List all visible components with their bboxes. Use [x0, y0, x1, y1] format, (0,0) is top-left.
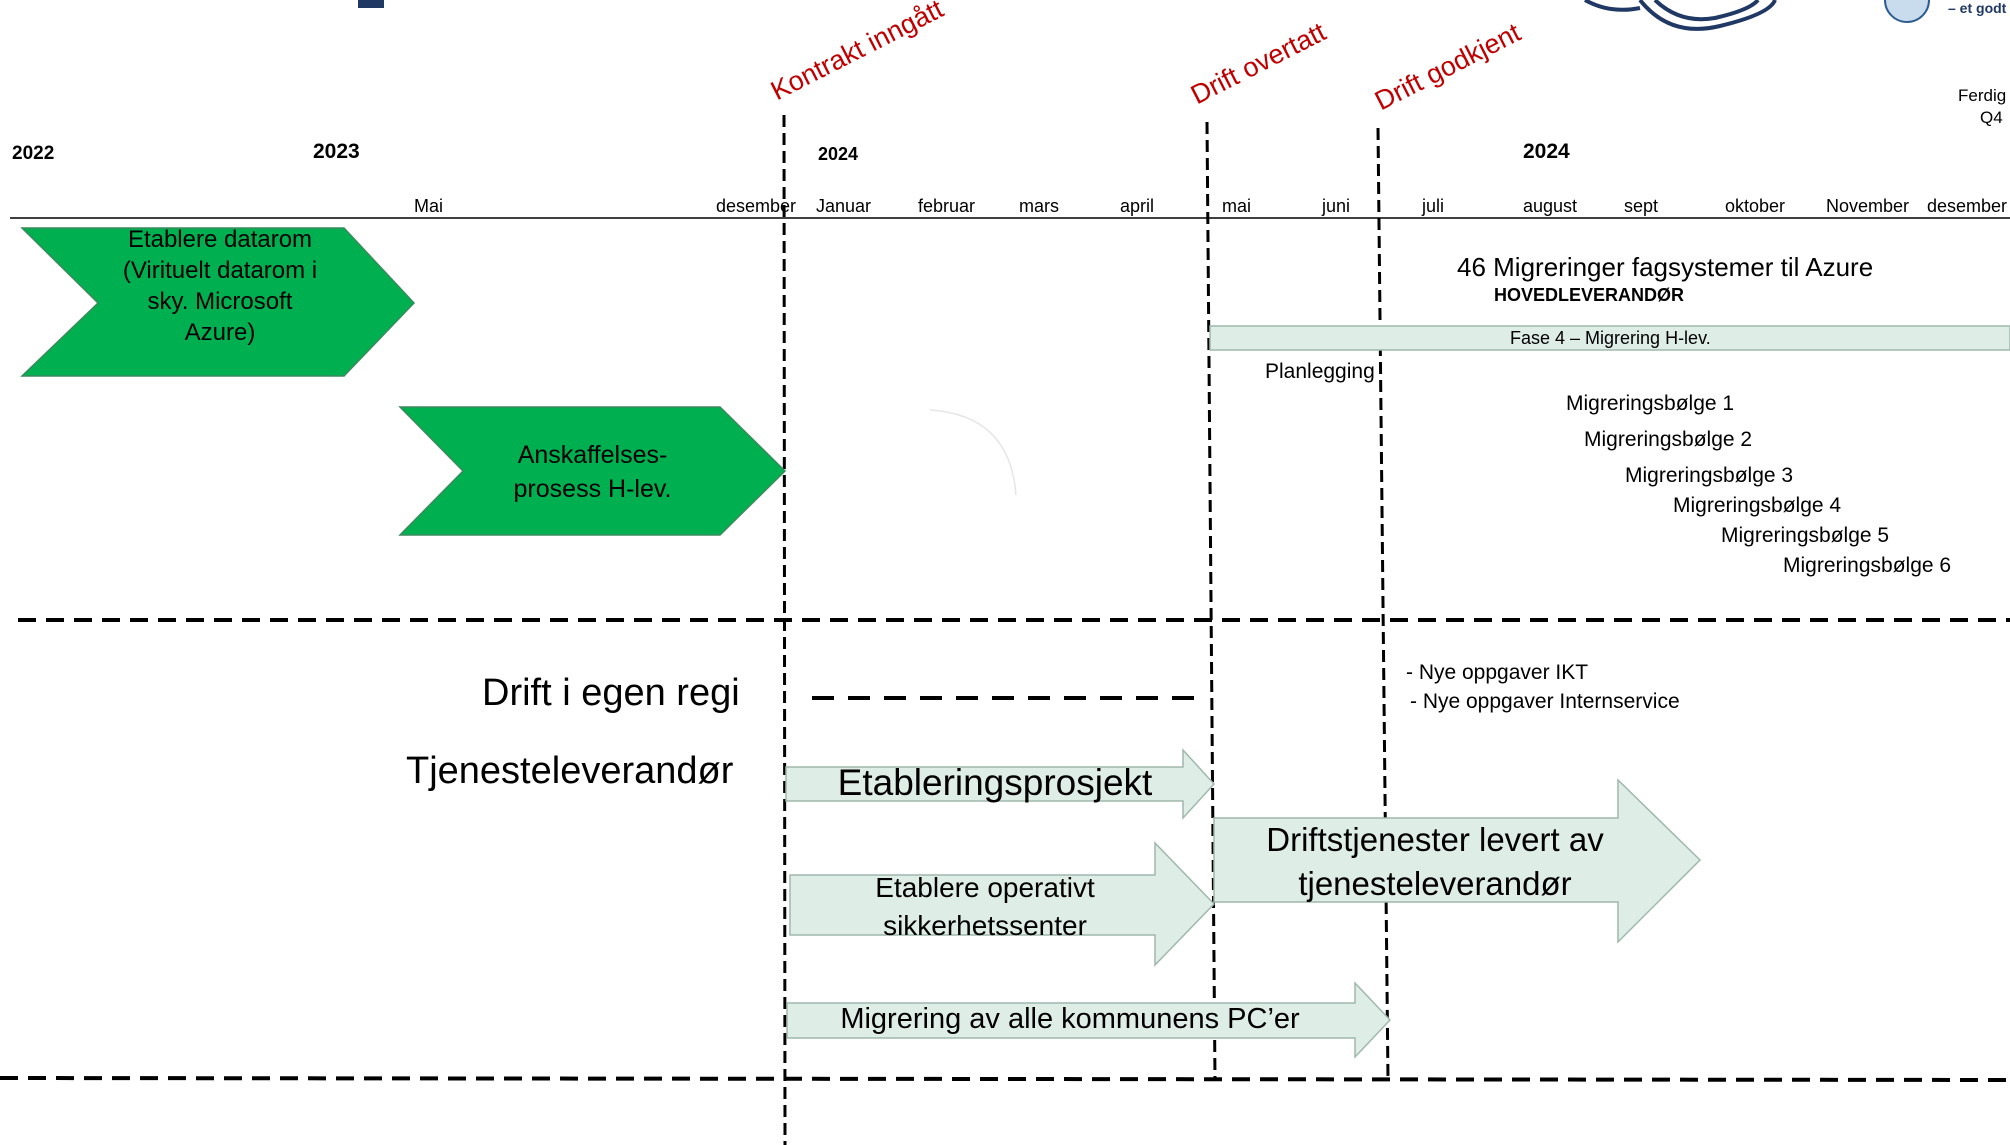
section-divider-lower	[0, 1076, 2010, 1082]
phase-4-bar	[1209, 325, 2010, 351]
migration-wave-5: Migreringsbølge 5	[1721, 524, 1890, 547]
arrow-sikkerhetssenter	[789, 841, 1216, 967]
month-mars: mars	[1019, 196, 1059, 216]
migration-wave-1: Migreringsbølge 1	[1566, 392, 1735, 415]
phase-4-label: Fase 4 – Migrering H-lev.	[1510, 328, 1711, 348]
month-oktober: oktober	[1725, 196, 1786, 216]
arrow-sikkerhetssenter-label: Etablere operativt sikkerhetssenter	[875, 872, 1095, 941]
arrow-etableringsprosjekt-label: Etableringsprosjekt	[837, 762, 1153, 803]
month-mai-2023: Mai	[414, 196, 444, 216]
month-november: November	[1826, 196, 1910, 216]
arrow-driftstjenester-label: Driftstjenester levert av tjenestelevera…	[1266, 821, 1604, 902]
arrow-pc-migrering-label: Migrering av alle kommunens PC’er	[840, 1003, 1300, 1035]
new-tasks-internservice: - Nye oppgaver Internservice	[1410, 690, 1680, 713]
migration-wave-6: Migreringsbølge 6	[1783, 554, 1952, 577]
milestone-line-drift-godkjent	[1376, 127, 1390, 1081]
chevron-datarom-label: Etablere datarom (Virituelt datarom i sk…	[122, 226, 318, 346]
title-fragment	[358, 0, 384, 8]
month-januar: Januar	[816, 196, 872, 216]
month-juli: juli	[1422, 196, 1445, 216]
month-desember-2024: desember	[1927, 196, 2008, 216]
month-desember-2023: desember	[716, 196, 797, 216]
logo-tagline: – et godt	[1948, 0, 2007, 16]
logo-rings-icon	[1584, 0, 1777, 31]
new-tasks-ikt: - Nye oppgaver IKT	[1406, 661, 1589, 684]
chevron-anskaffelse-label: Anskaffelses-prosess H-lev.	[513, 441, 672, 503]
arrow-pc-migrering	[786, 981, 1392, 1059]
chevron-datarom	[20, 227, 416, 377]
arrow-driftstjenester	[1213, 778, 1702, 944]
chevron-anskaffelse	[398, 406, 787, 536]
row-label-service-supplier: Tjenesteleverandør	[406, 750, 734, 792]
month-juni: juni	[1322, 196, 1351, 216]
arrow-etableringsprosjekt	[785, 748, 1216, 820]
year-2024-a: 2024	[818, 144, 859, 164]
decorative-arc	[929, 409, 1017, 496]
migration-wave-4: Migreringsbølge 4	[1673, 494, 1842, 517]
main-supplier-label: HOVEDLEVERANDØR	[1494, 285, 1685, 305]
year-2022: 2022	[12, 143, 55, 164]
migration-title: 46 Migreringer fagsystemer til Azure	[1457, 252, 1874, 282]
month-sept: sept	[1624, 196, 1659, 216]
month-mai: mai	[1222, 196, 1252, 216]
row-label-own-operation: Drift i egen regi	[482, 672, 740, 714]
year-2023: 2023	[313, 140, 360, 163]
finish-note-line1: Ferdig	[1958, 86, 2007, 105]
finish-note-line2: Q4	[1980, 108, 2003, 127]
migration-wave-3: Migreringsbølge 3	[1625, 464, 1794, 487]
month-august: august	[1523, 196, 1578, 216]
municipality-seal-icon	[1884, 0, 1930, 23]
milestone-line-kontrakt	[782, 114, 787, 1145]
migration-wave-2: Migreringsbølge 2	[1584, 428, 1753, 451]
planning-label: Planlegging	[1265, 360, 1375, 383]
year-2024-b: 2024	[1523, 140, 1570, 163]
month-april: april	[1120, 196, 1155, 216]
month-februar: februar	[918, 196, 976, 216]
milestone-line-drift-overtatt	[1205, 121, 1217, 1081]
